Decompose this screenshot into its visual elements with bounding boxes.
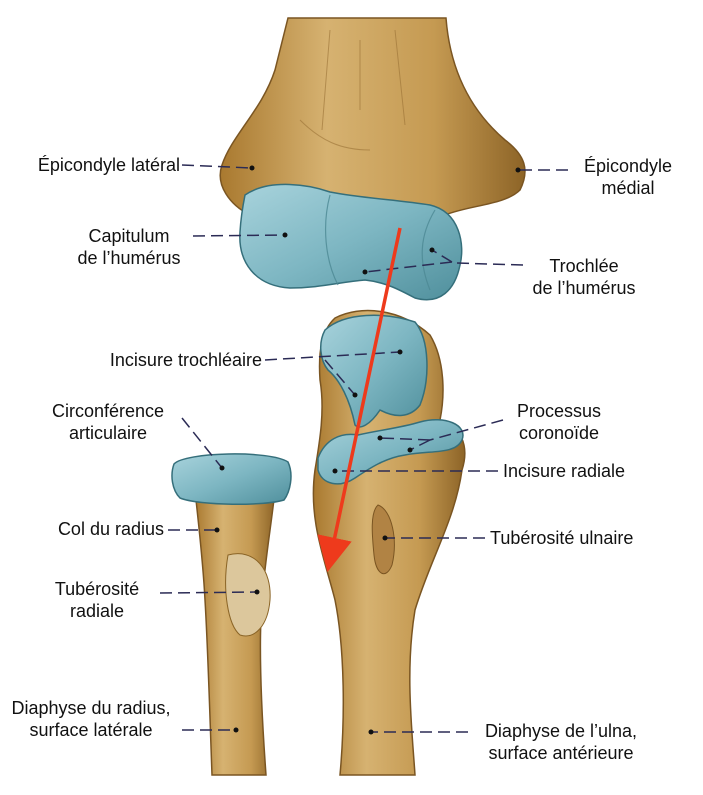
humerus-shaft — [219, 17, 526, 216]
radial-head-cartilage — [171, 453, 292, 506]
leader-dots — [214, 165, 521, 735]
label-trochlee-line1: Trochlée — [549, 256, 619, 276]
label-diaphyse-ulna-line2: surface antérieure — [488, 743, 634, 763]
label-tuberosite-radiale-line2: radiale — [69, 601, 125, 621]
label-epicondyle-medial-line1: Épicondyle — [583, 156, 673, 176]
label-capitulum-line2: de l’humérus — [77, 248, 181, 268]
label-diaphyse-radius-line2: surface latérale — [29, 720, 153, 740]
label-processus-line1: Processus — [516, 401, 602, 421]
trochlear-notch-cartilage — [320, 314, 428, 428]
label-col-radius: Col du radius — [57, 519, 164, 539]
label-processus-coronoide: Processus coronoïde — [504, 400, 614, 444]
cartilage-groove — [325, 194, 436, 291]
capitulum-trochlea-cartilage — [239, 183, 463, 301]
label-trochlee: Trochlée de l’humérus — [525, 255, 643, 299]
label-circonference-line2: articulaire — [68, 423, 148, 443]
label-trochlee-line2: de l’humérus — [532, 278, 636, 298]
label-diaphyse-radius-line1: Diaphyse du radius, — [11, 698, 171, 718]
label-epicondyle-medial: Épicondyle médial — [570, 155, 686, 199]
label-epicondyle-lateral: Épicondyle latéral — [37, 155, 180, 175]
label-capitulum: Capitulum de l’humérus — [70, 225, 188, 269]
label-tuberosite-ulnaire: Tubérosité ulnaire — [490, 528, 634, 548]
label-processus-line2: coronoïde — [518, 423, 600, 443]
label-incisure-radiale: Incisure radiale — [503, 461, 626, 481]
label-diaphyse-ulna: Diaphyse de l’ulna, surface antérieure — [472, 720, 650, 764]
label-tuberosite-radiale-line1: Tubérosité — [54, 579, 140, 599]
radial-tuberosity — [225, 553, 271, 637]
label-tuberosite-radiale: Tubérosité radiale — [38, 578, 156, 622]
label-diaphyse-radius: Diaphyse du radius, surface latérale — [2, 697, 180, 741]
leader-lines — [159, 164, 568, 733]
label-circonference-line1: Circonférence — [51, 401, 165, 421]
axis-arrow — [317, 227, 402, 573]
humerus-texture — [299, 29, 406, 151]
label-incisure-trochleaire: Incisure trochléaire — [109, 350, 262, 370]
label-circonference-articulaire: Circonférence articulaire — [34, 400, 182, 444]
label-capitulum-line1: Capitulum — [88, 226, 170, 246]
label-diaphyse-ulna-line1: Diaphyse de l’ulna, — [484, 721, 638, 741]
label-epicondyle-medial-line2: médial — [601, 178, 655, 198]
